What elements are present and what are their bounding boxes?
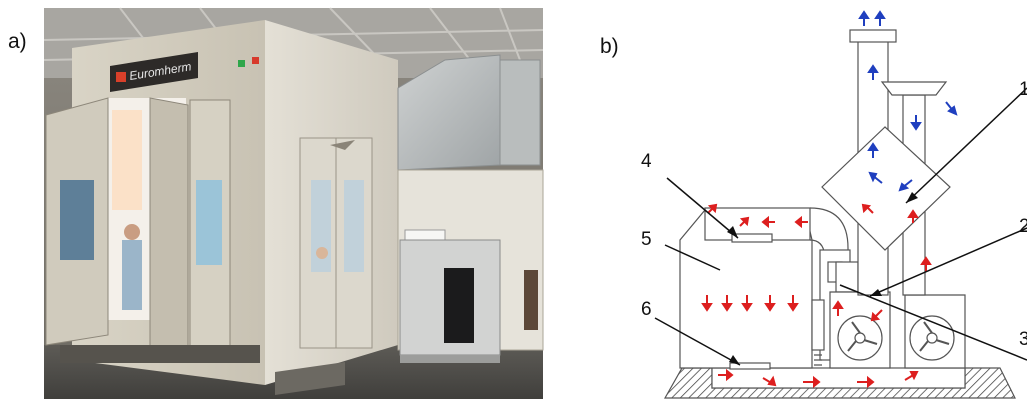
panel-b-label: b) [600, 35, 619, 58]
leader-line-3 [839, 284, 1027, 361]
callout-5: 5 [641, 229, 652, 250]
callout-2: 2 [1019, 216, 1027, 237]
panel-a-label: a) [8, 30, 27, 53]
leader-line-4 [666, 177, 739, 239]
leader-line-5 [664, 244, 721, 271]
supply-airflow-arrows [701, 203, 932, 389]
exhaust-airflow-arrows [858, 10, 958, 192]
callout-3: 3 [1019, 329, 1027, 350]
leader-line-6 [654, 317, 741, 366]
ceiling-filter [731, 233, 773, 243]
underfloor-channel [711, 367, 966, 389]
callout-6: 6 [641, 299, 652, 320]
floor-grate [729, 362, 771, 370]
callout-1: 1 [1019, 79, 1027, 100]
heat-exchanger [821, 126, 951, 251]
leader-line-2 [869, 227, 1027, 297]
callout-4: 4 [641, 151, 652, 172]
leader-line-1 [905, 87, 1027, 204]
